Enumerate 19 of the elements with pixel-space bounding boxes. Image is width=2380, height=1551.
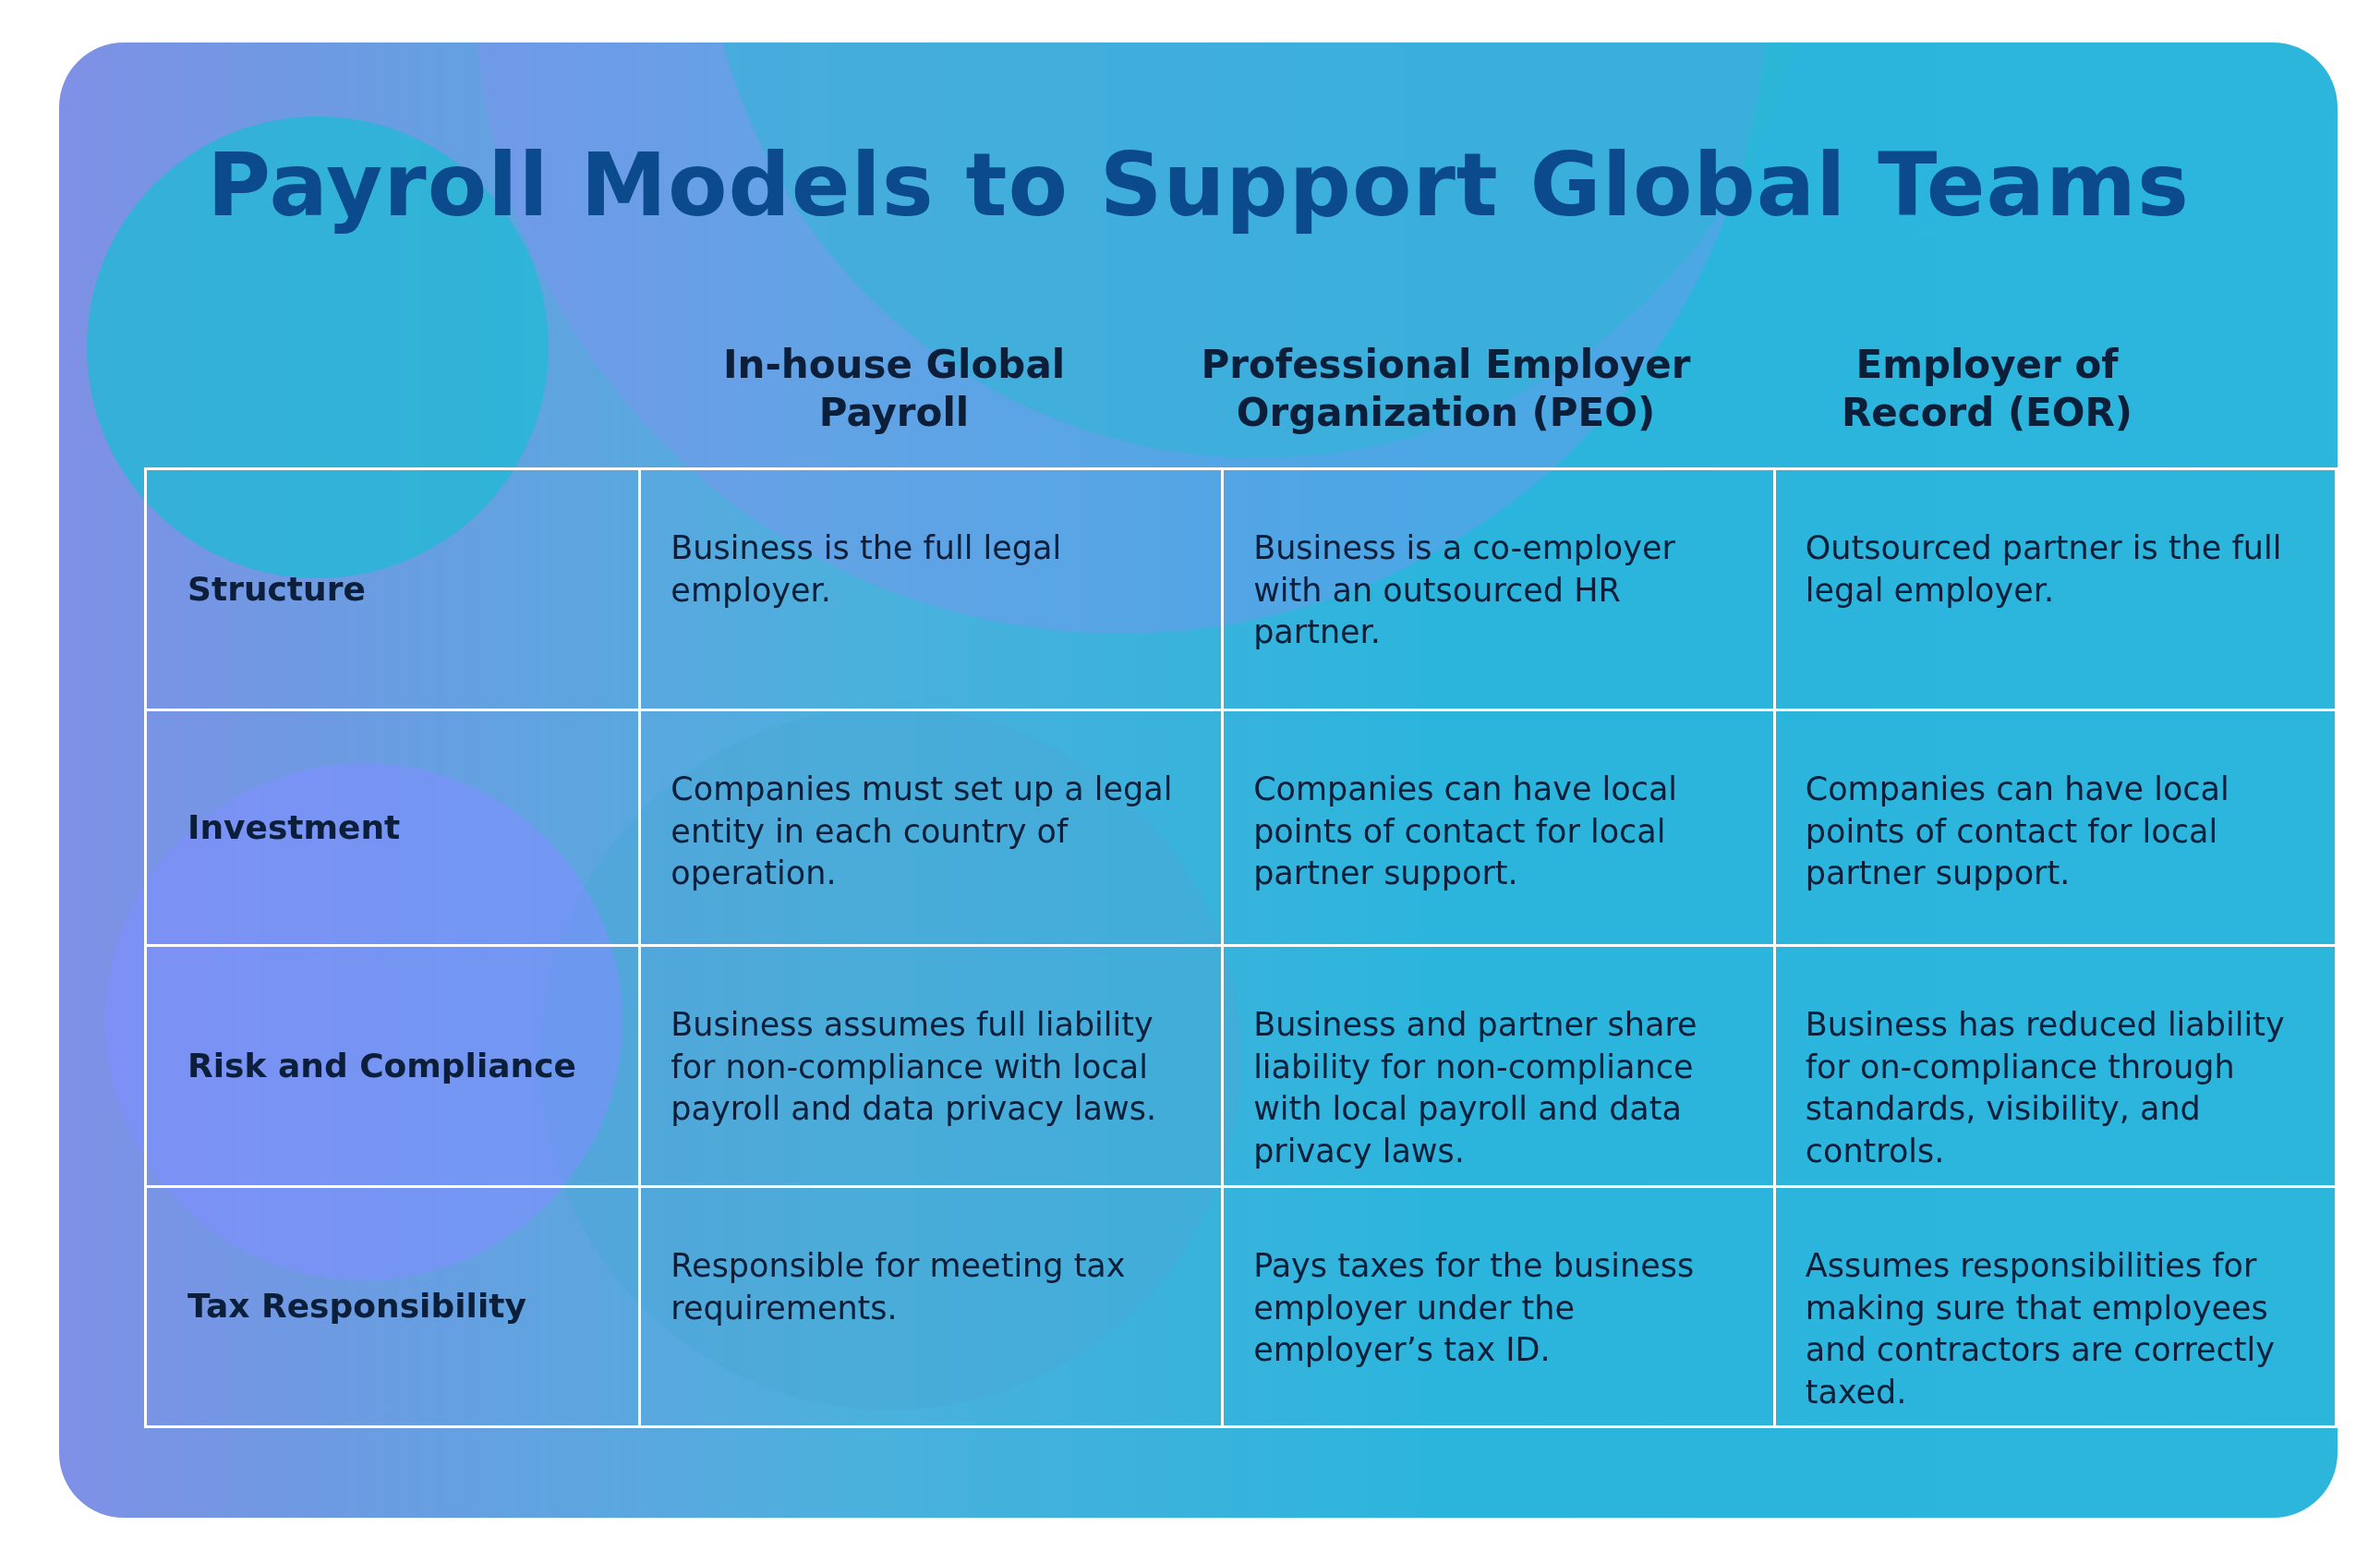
table-cell: Companies can have local points of contact for local partner support. [1222, 709, 1775, 946]
row-header: Investment [145, 709, 640, 946]
table-cell: Business is a co-employer with an outsourced HR partner. [1222, 468, 1775, 710]
row-header: Tax Responsibility [145, 1186, 640, 1427]
table-cell: Responsible for meeting tax requirements. [639, 1186, 1223, 1427]
table-cell: Business is the full legal employer. [639, 468, 1223, 710]
table-cell: Business assumes full liability for non-compliance with local payroll and data privacy laws. [639, 945, 1223, 1187]
row-header: Risk and Compliance [145, 945, 640, 1187]
row-header: Structure [145, 468, 640, 710]
table-cell: Business and partner share liability for non-compliance with local payroll and data privacy laws. [1222, 945, 1775, 1187]
column-header: In-house Global Payroll [721, 340, 1067, 437]
table-cell: Outsourced partner is the full legal employer. [1774, 468, 2337, 710]
table-cell: Pays taxes for the business employer under the employer’s tax ID. [1222, 1186, 1775, 1427]
column-header: Employer of Record (EOR) [1840, 340, 2134, 437]
table-cell: Assumes responsibilities for making sure that employees and contractors are correctly taxed. [1774, 1186, 2337, 1427]
table-cell: Companies must set up a legal entity in each country of operation. [639, 709, 1223, 946]
table-cell: Business has reduced liability for on-compliance through standards, visibility, and controls. [1774, 945, 2337, 1187]
table-cell: Companies can have local points of contact for local partner support. [1774, 709, 2337, 946]
column-header: Professional Employer Organization (PEO) [1200, 340, 1692, 437]
